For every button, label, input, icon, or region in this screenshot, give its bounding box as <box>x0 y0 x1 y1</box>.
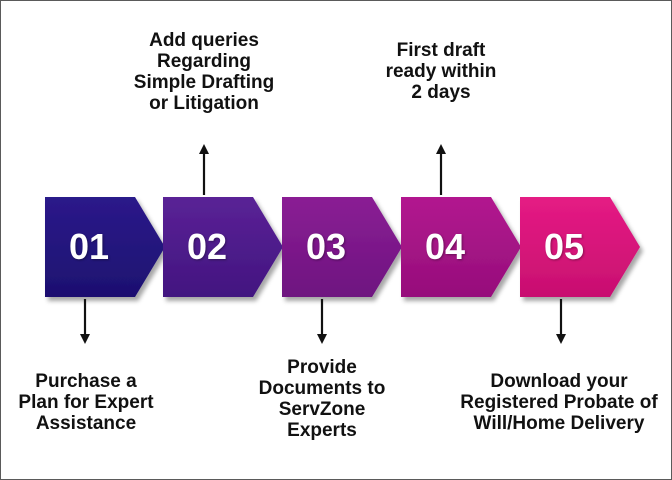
step-label-4: First draft ready within 2 days <box>385 40 497 103</box>
step-label-1: Purchase a Plan for Expert Assistance <box>18 371 154 434</box>
step-number-5: 05 <box>543 226 585 267</box>
chevron-step-2 <box>163 197 283 297</box>
chevron-step-5 <box>520 197 640 297</box>
chevron-step-3 <box>282 197 402 297</box>
step-label-5: Download your Registered Probate of Will… <box>460 371 658 434</box>
step-number-2: 02 <box>186 226 228 267</box>
chevron-step-1 <box>45 197 165 297</box>
step-number-4: 04 <box>424 226 466 267</box>
step-number-3: 03 <box>305 226 347 267</box>
step-number-1: 01 <box>68 226 110 267</box>
step-label-3: Provide Documents to ServZone Experts <box>258 357 386 441</box>
step-label-2: Add queries Regarding Simple Drafting or… <box>133 30 275 114</box>
chevron-step-4 <box>401 197 521 297</box>
